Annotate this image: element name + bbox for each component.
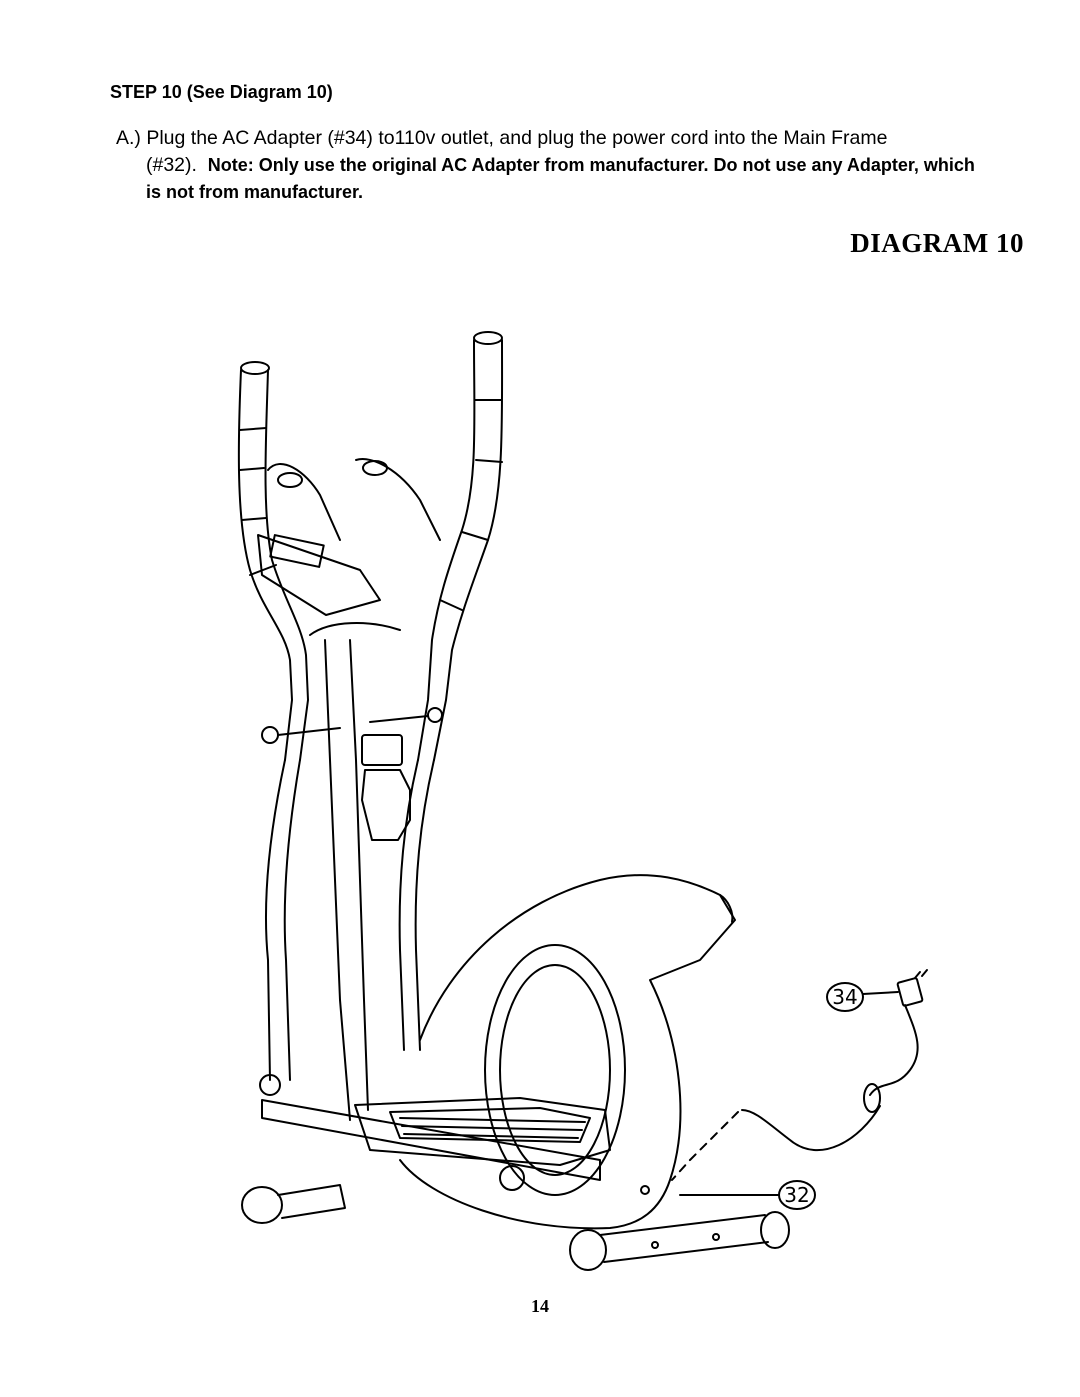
callout-32-label: 32 bbox=[784, 1183, 809, 1207]
rear-stabilizer bbox=[569, 1211, 790, 1271]
pedal-rail bbox=[261, 1099, 601, 1181]
right-pivot-knob bbox=[427, 707, 443, 723]
pivot-axle bbox=[277, 715, 429, 736]
instruction-text: A.) Plug the AC Adapter (#34) to110v out… bbox=[116, 127, 888, 149]
ac-adapter bbox=[741, 969, 928, 1152]
crank-axle bbox=[499, 1165, 525, 1191]
left-upper-handle bbox=[237, 361, 309, 761]
callout-34-label: 34 bbox=[832, 985, 857, 1009]
flywheel-shroud bbox=[399, 874, 736, 1230]
step-title: STEP 10 (See Diagram 10) bbox=[110, 82, 333, 102]
right-lower-arm bbox=[398, 759, 435, 1051]
right-upper-handle bbox=[417, 331, 504, 761]
console-mast bbox=[324, 639, 411, 1121]
manufacturer-note: Note: Only use the original AC Adapter f… bbox=[146, 155, 975, 202]
cord-connection-path bbox=[671, 1111, 739, 1181]
left-lower-arm bbox=[265, 759, 301, 1081]
console-display bbox=[257, 458, 441, 616]
callout-34: 34 bbox=[826, 982, 899, 1012]
pedal bbox=[354, 1097, 611, 1166]
handlebar-crossbar bbox=[309, 622, 401, 636]
left-rail-wheel bbox=[259, 1074, 281, 1096]
diagram-title: DIAGRAM 10 bbox=[850, 228, 1024, 258]
callout-32: 32 bbox=[679, 1180, 816, 1210]
front-stabilizer bbox=[241, 1184, 346, 1224]
part-reference: (#32). bbox=[146, 154, 197, 176]
step-instruction: A.) Plug the AC Adapter (#34) to110v out… bbox=[116, 125, 976, 206]
left-pivot-knob bbox=[261, 726, 279, 744]
page-number: 14 bbox=[531, 1296, 549, 1316]
